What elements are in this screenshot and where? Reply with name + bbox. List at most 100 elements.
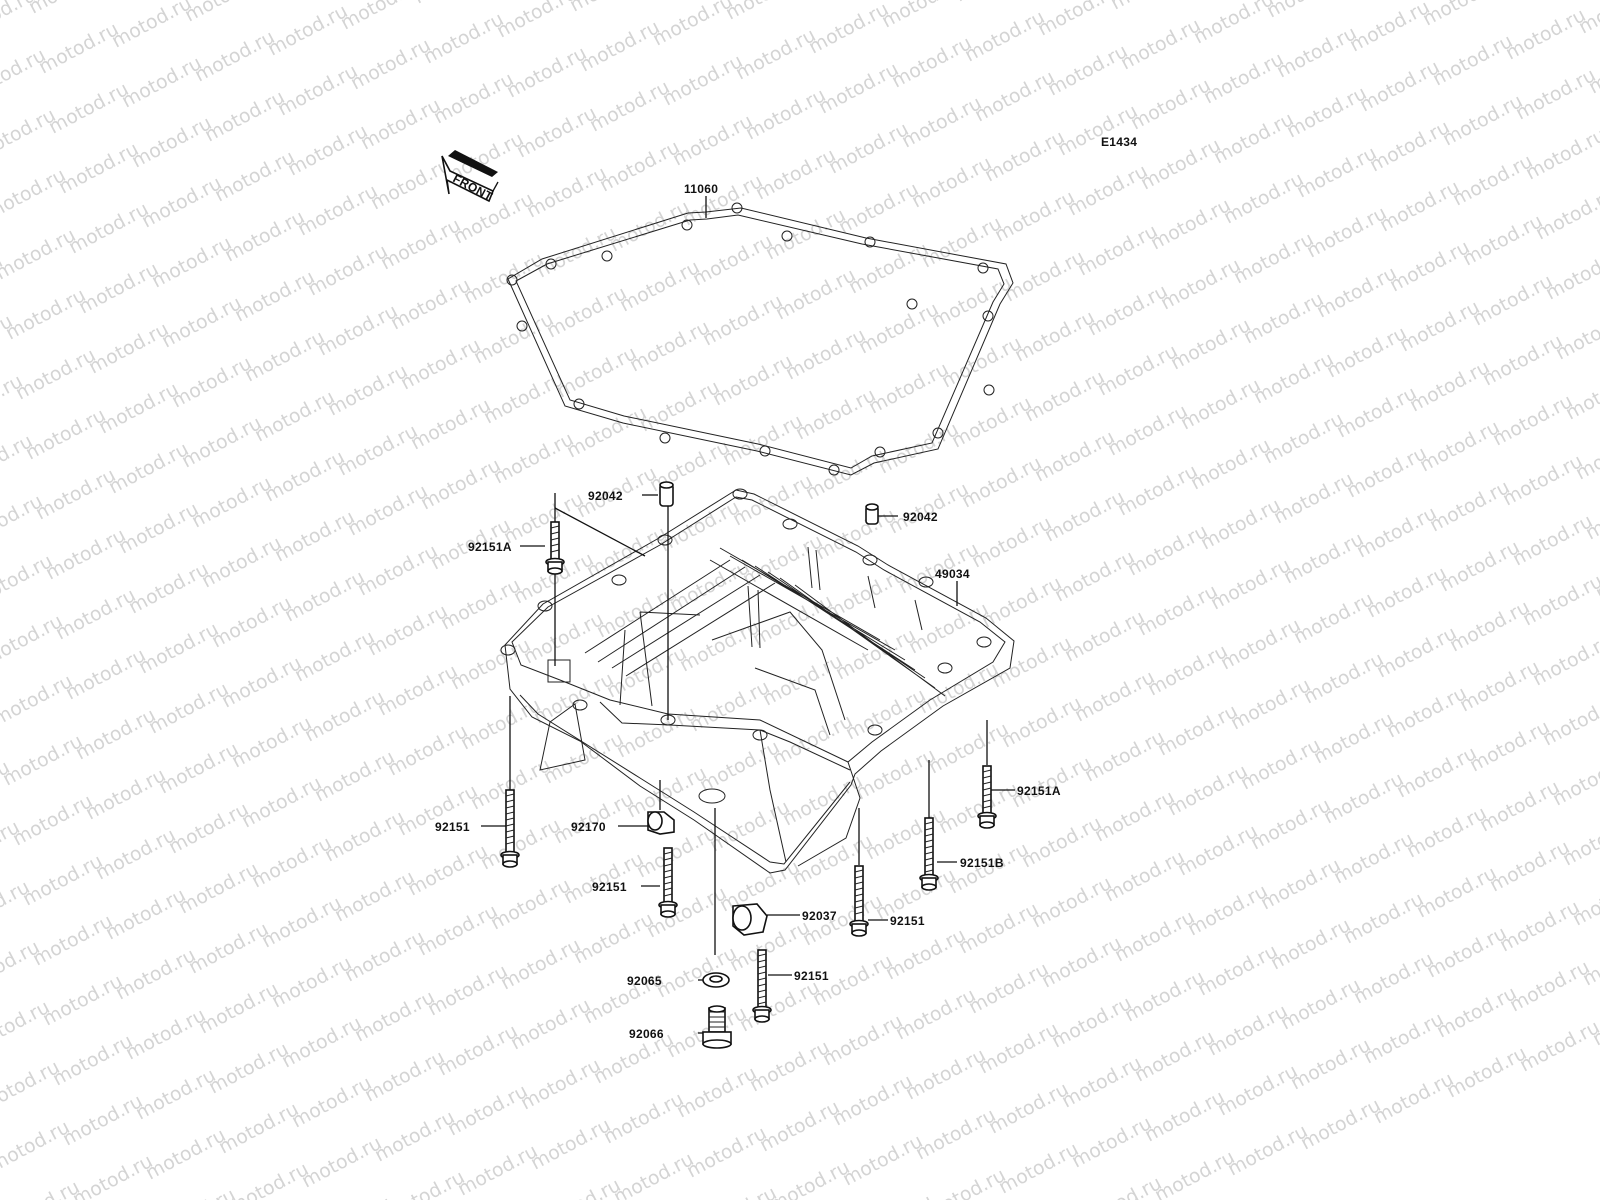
watermark-text: motod.ru [1459,210,1546,270]
watermark-text: motod.ru [397,334,484,394]
watermark-text: motod.ru [387,274,474,334]
watermark-text: motod.ru [112,944,199,1004]
watermark-text: motod.ru [0,730,86,790]
watermark-text: motod.ru [1549,750,1600,810]
watermark-text: motod.ru [1008,752,1095,812]
watermark-text: motod.ru [175,858,262,918]
watermark-text: motod.ru [835,178,922,238]
watermark-text: motod.ru [1419,0,1506,30]
watermark-text: motod.ru [0,996,53,1056]
watermark-text: motod.ru [241,326,328,386]
watermark-text: motod.ru [1204,1000,1291,1060]
watermark-text: motod.ru [92,824,179,884]
watermark-text: motod.ru [1350,948,1437,1008]
watermark-text: motod.ru [1446,596,1533,656]
watermark-text: motod.ru [311,746,398,806]
watermark-text: motod.ru [218,652,305,712]
watermark-text: motod.ru [1542,244,1600,304]
gasket-hole [545,258,557,270]
watermark-text: motod.ru [878,0,965,32]
watermark-text: motod.ru [424,960,511,1020]
watermark-text: motod.ru [0,224,79,284]
watermark-text: motod.ru [898,92,985,152]
watermark-text: motod.ru [603,642,690,702]
watermark-text: motod.ru [689,230,776,290]
watermark-text: motod.ru [384,720,471,780]
watermark-text: motod.ru [1323,322,1410,382]
watermark-text: motod.ru [430,68,517,128]
watermark-text: motod.ru [1214,1060,1301,1120]
dowel-pin-right [865,503,879,525]
watermark-text: motod.ru [284,120,371,180]
watermark-text: motod.ru [553,342,640,402]
watermark-text: motod.ru [1270,468,1357,528]
watermark-text: motod.ru [975,1018,1062,1078]
watermark-text: motod.ru [95,378,182,438]
watermark-text: motod.ru [457,694,544,754]
watermark-text: motod.ru [566,0,653,16]
watermark-text: motod.ru [2,284,89,344]
watermark-text: motod.ru [417,454,504,514]
watermark-text: motod.ru [832,624,919,684]
watermark-text: motod.ru [102,884,189,944]
watermark-text: motod.ru [195,978,282,1038]
watermark-text: motod.ru [308,1192,395,1200]
watermark-text: motod.ru [135,618,222,678]
watermark-text: motod.ru [1496,896,1583,956]
watermark-text: motod.ru [606,196,693,256]
watermark-text: motod.ru [825,118,912,178]
watermark-text: motod.ru [42,524,129,584]
watermark-text: motod.ru [264,0,351,60]
watermark-text: motod.ru [371,1106,458,1166]
watermark-text: motod.ru [719,410,806,470]
watermark-text: motod.ru [1512,64,1599,124]
watermark-text: motod.ru [414,900,501,960]
gasket-hole [601,250,613,262]
watermark-text: motod.ru [0,1056,63,1116]
watermark-text: motod.ru [238,772,325,832]
gasket-hole [864,236,876,248]
watermark-text: motod.ru [951,0,1038,6]
watermark-text: motod.ru [228,712,315,772]
watermark-text: motod.ru [1343,442,1430,502]
gasket-hole [932,427,944,439]
watermark-text: motod.ru [1038,932,1125,992]
watermark-text: motod.ru [354,540,441,600]
watermark-text: motod.ru [59,1090,146,1150]
watermark-text: motod.ru [45,78,132,138]
gasket-hole [573,398,585,410]
watermark-text: motod.ru [118,52,205,112]
oil-pan-gasket [506,202,1014,476]
watermark-text: motod.ru [215,1098,302,1158]
watermark-text: motod.ru [819,1010,906,1070]
callout-92151-center: 92151 [592,880,627,894]
watermark-text: motod.ru [444,1080,531,1140]
watermark-text: motod.ru [1320,768,1407,828]
watermark-text: motod.ru [1360,1008,1447,1068]
watermark-text: motod.ru [653,942,740,1002]
watermark-text: motod.ru [669,110,756,170]
watermark-text: motod.ru [19,850,106,910]
watermark-text: motod.ru [0,164,69,224]
watermark-text: motod.ru [1144,640,1231,700]
watermark-text: motod.ru [683,1122,770,1182]
watermark-text: motod.ru [261,446,348,506]
watermark-text: motod.ru [1167,314,1254,374]
watermark-text: motod.ru [1522,124,1600,184]
watermark-text: motod.ru [749,590,836,650]
watermark-text: motod.ru [1031,426,1118,486]
watermark-text: motod.ru [679,170,766,230]
watermark-text: motod.ru [367,154,454,214]
callout-92042-left: 92042 [588,489,623,503]
watermark-text: motod.ru [1240,288,1327,348]
drain-plug-part [702,1005,732,1049]
watermark-text: motod.ru [527,1114,614,1174]
watermark-text: motod.ru [1058,1052,1145,1112]
watermark-text: motod.ru [1492,0,1579,4]
callout-92151b: 92151B [960,856,1004,870]
watermark-text: motod.ru [1333,382,1420,442]
watermark-text: motod.ru [1250,348,1337,408]
gasket-hole [759,445,771,457]
watermark-text: motod.ru [829,1070,916,1130]
watermark-text: motod.ru [29,910,116,970]
